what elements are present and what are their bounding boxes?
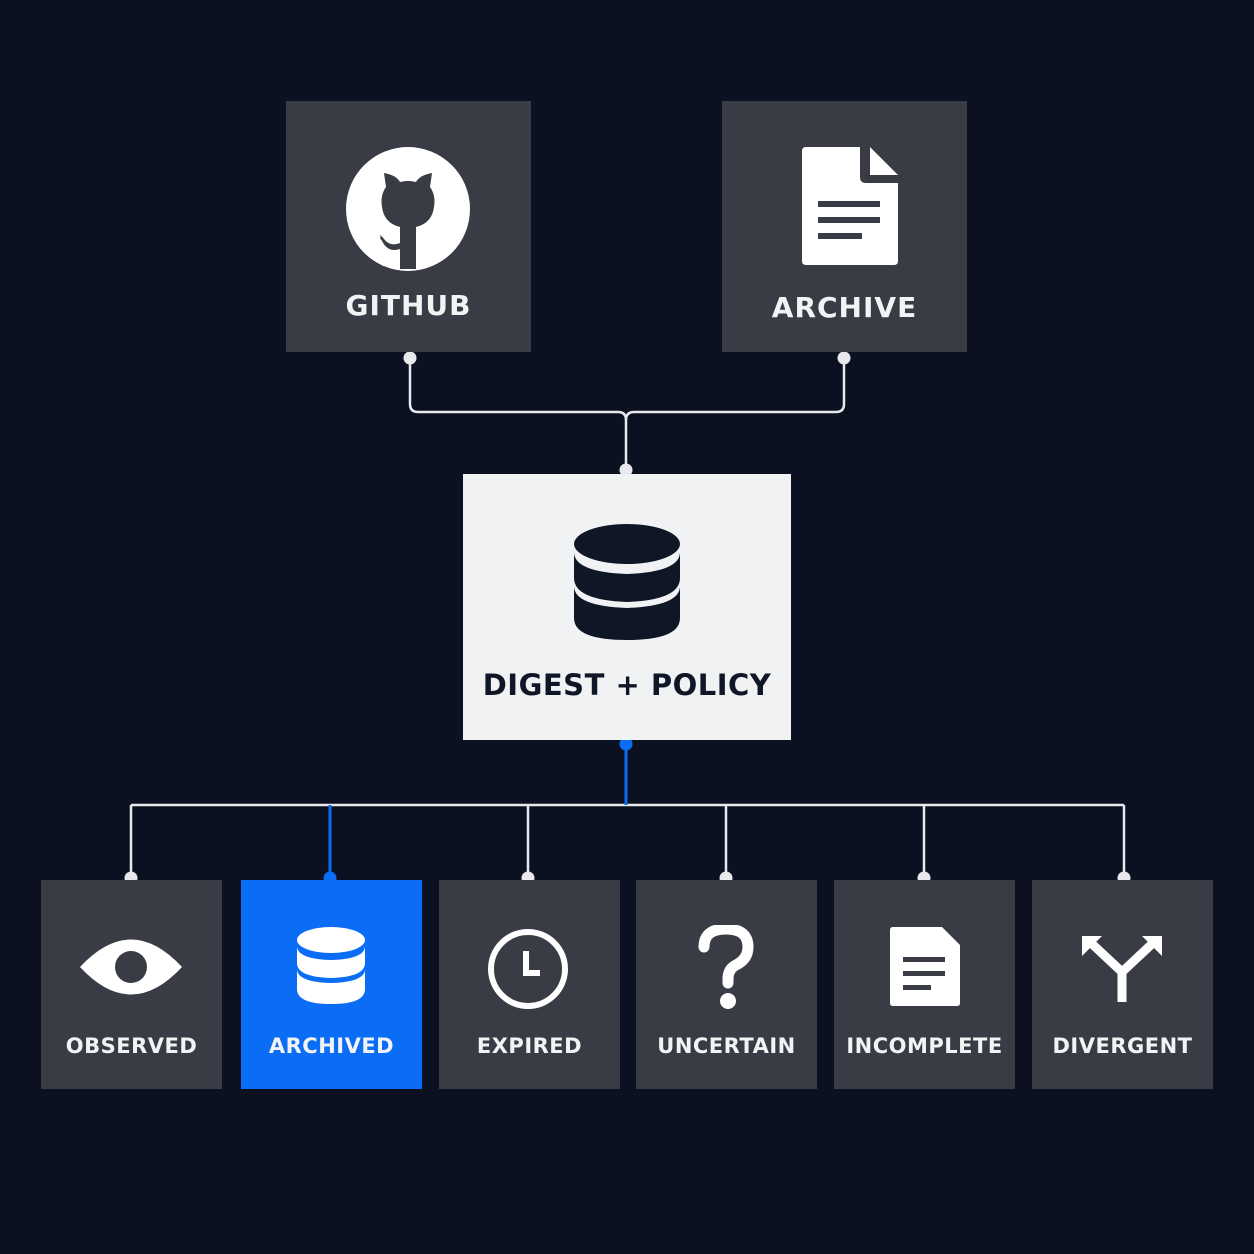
outcome-label-archived: ARCHIVED xyxy=(268,1034,395,1058)
outcome-node-uncertain[interactable]: UNCERTAIN xyxy=(636,880,817,1089)
eye-icon xyxy=(80,939,182,995)
document-icon xyxy=(890,927,960,1006)
question-mark-icon xyxy=(698,925,754,1009)
source-node-archive[interactable]: ARCHIVE xyxy=(722,101,967,352)
database-icon xyxy=(297,927,365,1004)
clock-icon xyxy=(488,929,568,1009)
github-icon xyxy=(346,147,470,271)
source-node-github[interactable]: GITHUB xyxy=(286,101,531,352)
document-icon xyxy=(802,147,898,265)
source-label-archive: ARCHIVE xyxy=(771,291,918,324)
port-github xyxy=(403,351,417,365)
outcome-label-incomplete: INCOMPLETE xyxy=(846,1034,1003,1058)
outcome-label-uncertain: UNCERTAIN xyxy=(657,1034,796,1058)
outcome-node-expired[interactable]: EXPIRED xyxy=(439,880,620,1089)
outcome-node-archived[interactable]: ARCHIVED xyxy=(241,880,422,1089)
port-hub-in xyxy=(619,463,633,477)
port-hub-out xyxy=(619,737,633,751)
outcome-node-incomplete[interactable]: INCOMPLETE xyxy=(834,880,1015,1089)
outcome-label-expired: EXPIRED xyxy=(476,1034,583,1058)
database-icon xyxy=(574,524,680,640)
hub-label: DIGEST + POLICY xyxy=(482,668,772,702)
outcome-label-divergent: DIVERGENT xyxy=(1052,1034,1193,1058)
connector-archive-to-hub xyxy=(624,358,846,421)
source-label-github: GITHUB xyxy=(345,289,472,322)
port-archive xyxy=(837,351,851,365)
connector-github-to-hub xyxy=(408,358,628,470)
outcome-label-observed: OBSERVED xyxy=(65,1034,198,1058)
outcome-node-observed[interactable]: OBSERVED xyxy=(41,880,222,1089)
outcome-node-divergent[interactable]: DIVERGENT xyxy=(1032,880,1213,1089)
hub-node-digest-policy[interactable]: DIGEST + POLICY xyxy=(463,474,791,740)
fork-arrows-icon xyxy=(1082,936,1162,1002)
